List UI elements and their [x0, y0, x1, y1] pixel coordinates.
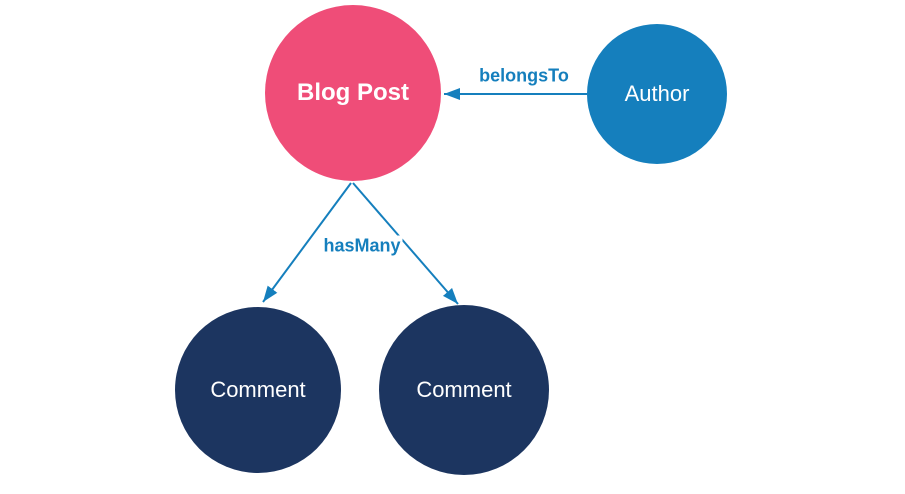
node-author: Author — [587, 24, 727, 164]
edge-label-has-many: hasMany — [321, 235, 403, 257]
node-blog-post: Blog Post — [265, 5, 441, 181]
node-comment-right: Comment — [379, 305, 549, 475]
node-comment-right-label: Comment — [416, 377, 512, 402]
node-comment-left: Comment — [175, 307, 341, 473]
node-comment-left-label: Comment — [210, 377, 306, 402]
node-blog-post-label: Blog Post — [297, 79, 409, 106]
edge-label-belongs-to: belongsTo — [477, 65, 571, 87]
node-author-label: Author — [624, 81, 690, 106]
